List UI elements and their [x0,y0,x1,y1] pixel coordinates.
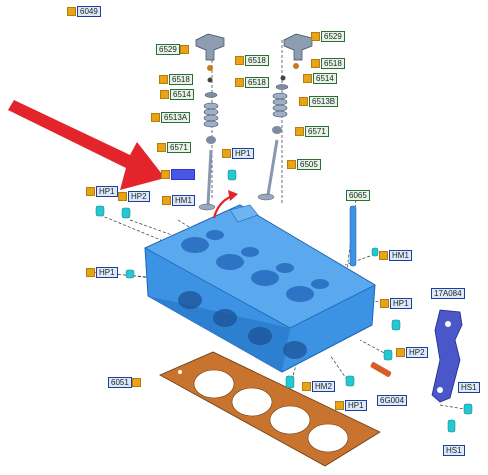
cylinder-head [144,204,376,373]
callout-6051: 6051 [108,377,142,388]
callout-6518-d: 6518 [235,77,269,88]
callout-6065: 6065 [346,190,370,201]
callout-hm2: HM2 [302,381,335,392]
callout-label: HM2 [312,381,335,392]
callout-6505: 6505 [287,159,321,170]
callout-hs1-a: HS1 [458,382,480,393]
callout-hp1-right: HP1 [380,298,412,309]
callout-label: 6513B [309,96,339,107]
callout-label: 6507 [171,169,195,180]
callout-6513B: 6513B [299,96,339,107]
callout-6529-left: 6529 [156,44,190,55]
callout-6507-selected[interactable]: 6507 [161,169,195,180]
callout-hp1-top: HP1 [222,148,254,159]
callout-label: HP1 [96,267,118,278]
callout-hp1-lower: HP1 [86,267,118,278]
callout-label: 6G004 [377,395,408,406]
callout-6514-b: 6514 [303,73,337,84]
callout-hp2-left: HP2 [118,191,150,202]
callout-label: HP2 [406,347,428,358]
callout-label: HS1 [458,382,480,393]
callout-6529-right: 6529 [311,31,345,42]
callout-label: 6049 [77,6,101,17]
callout-hs1-b: HS1 [443,445,465,456]
bracket [431,309,463,403]
callout-label: 6065 [346,190,370,201]
callout-17A084: 17A084 [431,288,465,299]
callout-hm1-right: HM1 [379,250,412,261]
callout-6G004: 6G004 [377,395,408,406]
callout-6518-c: 6518 [311,58,345,69]
callout-6518-b: 6518 [235,55,269,66]
head-gasket [159,351,381,467]
callout-6513A: 6513A [151,112,191,123]
callout-label: 6518 [321,58,345,69]
callout-hp1-bottom: HP1 [335,400,367,411]
callout-6571-b: 6571 [295,126,329,137]
callout-label: 6514 [170,89,194,100]
callout-label: HP1 [345,400,367,411]
valve-train-right [257,33,313,201]
callout-6518-a: 6518 [159,74,193,85]
callout-label: 6571 [305,126,329,137]
guide-pin [349,205,357,267]
callout-label: 6513A [161,112,191,123]
callout-label: 6571 [167,142,191,153]
screw-plug [370,362,392,377]
callout-label: 6529 [321,31,345,42]
callout-label: 6051 [108,377,132,388]
valve-train-left [195,33,225,211]
callout-label: HP1 [232,148,254,159]
callout-label: 6518 [245,77,269,88]
callout-label: 6518 [245,55,269,66]
callout-hm1-left: HM1 [162,195,195,206]
install-direction-arrow [212,190,238,219]
callout-label: HP2 [128,191,150,202]
callout-hp1-left: HP1 [86,186,118,197]
callout-label: HM1 [389,250,412,261]
callout-label: 6529 [156,44,180,55]
callout-label: HM1 [172,195,195,206]
callout-6049: 6049 [67,6,101,17]
callout-label: HP1 [96,186,118,197]
callout-6514-a: 6514 [160,89,194,100]
callout-label: 6505 [297,159,321,170]
highlight-arrow [8,100,165,190]
callout-label: 6514 [313,73,337,84]
callout-hp2-right: HP2 [396,347,428,358]
callout-6571-a: 6571 [157,142,191,153]
callout-label: 6518 [169,74,193,85]
expansion-plugs [95,169,473,433]
callout-label: 17A084 [431,288,465,299]
callout-label: HS1 [443,445,465,456]
callout-label: HP1 [390,298,412,309]
